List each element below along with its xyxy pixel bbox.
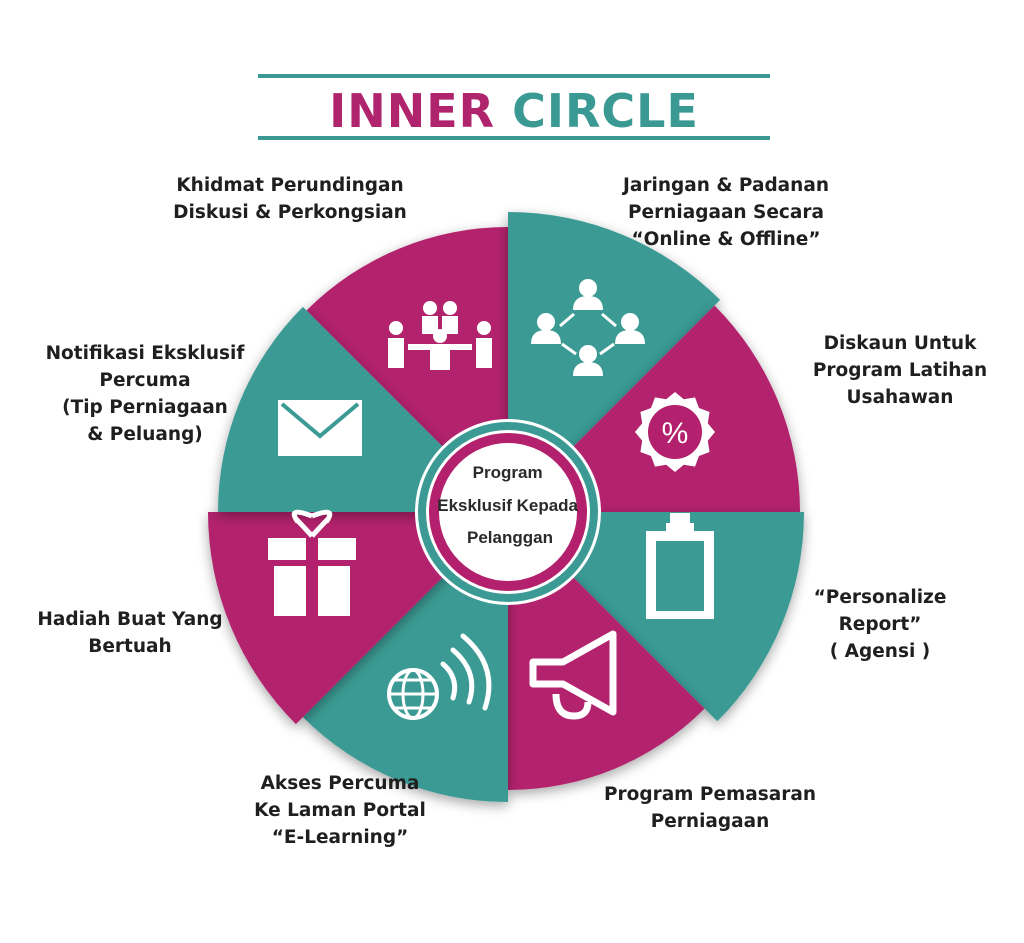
svg-text:Program Eksklusif Kepada: Program Eksklusif Kepada Pelanggan (437, 463, 583, 547)
hub-teal-ring (418, 422, 598, 602)
svg-text:%: % (662, 417, 689, 450)
discount-badge-icon: % (635, 392, 715, 472)
page-title: INNER CIRCLE (258, 83, 770, 139)
clipboard-icon (646, 513, 714, 619)
envelope-icon (278, 400, 362, 456)
network-people-icon (531, 279, 645, 376)
title-word-circle: CIRCLE (512, 84, 699, 138)
center-line-3: Pelanggan (467, 528, 553, 547)
meeting-icon (388, 301, 492, 370)
title-rule-top (258, 74, 770, 78)
megaphone-icon (529, 630, 617, 720)
title-rule-bottom (258, 136, 770, 140)
hub-center-disc (444, 448, 572, 576)
center-line-2: Eksklusif Kepada (437, 496, 578, 515)
hub-magenta-ring (429, 433, 587, 591)
gift-icon (268, 509, 356, 616)
center-line-1: Program (473, 463, 543, 482)
title-word-inner: INNER (329, 84, 496, 138)
center-hub: Program Eksklusif Kepada Pelanggan (415, 419, 601, 605)
globe-signal-icon (387, 633, 492, 720)
